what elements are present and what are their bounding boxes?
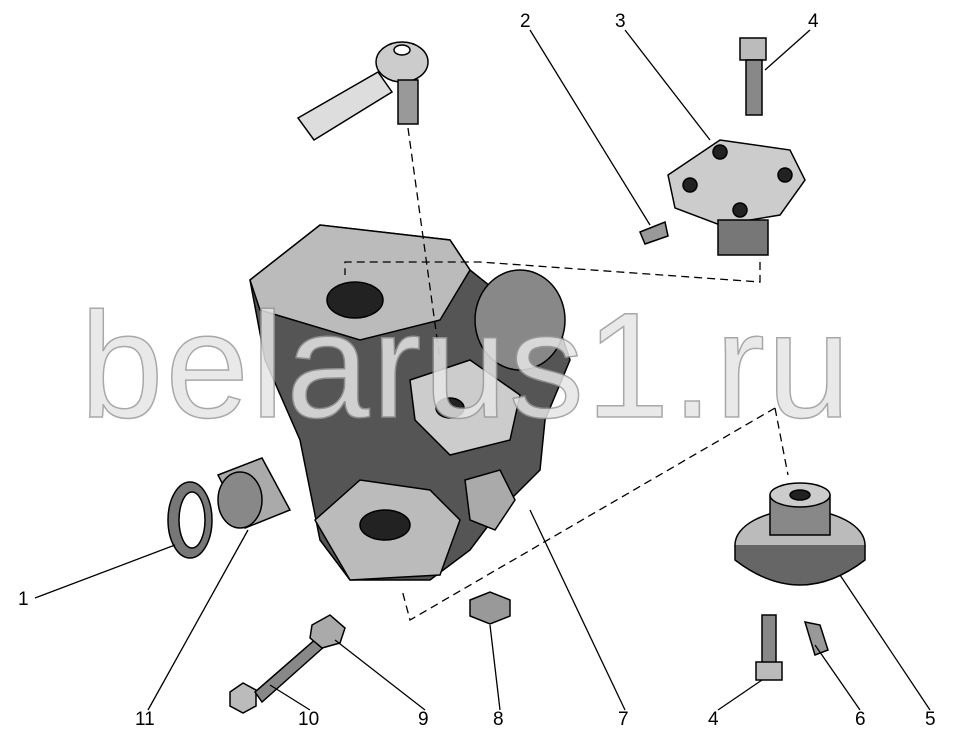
assembly-lines — [344, 127, 789, 621]
callout-5: 5 — [925, 709, 936, 730]
bottom-flange — [734, 482, 866, 586]
callout-4-top: 4 — [808, 11, 819, 32]
tie-rod-end — [296, 41, 429, 142]
callout-11: 11 — [135, 709, 155, 730]
bushing — [216, 457, 292, 529]
callout-7: 7 — [618, 709, 629, 730]
grease-fitting-bottom — [803, 621, 829, 656]
bolt-top — [739, 37, 767, 116]
long-bolt — [229, 614, 346, 714]
callout-8: 8 — [493, 709, 504, 730]
callout-2: 2 — [520, 11, 531, 32]
leader-lines — [34, 29, 931, 711]
callout-9: 9 — [418, 709, 429, 730]
cover-flange — [667, 139, 806, 256]
bolt-bottom — [755, 614, 783, 681]
callout-1: 1 — [18, 589, 29, 610]
callout-4-bottom: 4 — [708, 709, 719, 730]
watermark: belarus1.ru — [79, 281, 853, 449]
callout-3: 3 — [615, 11, 626, 32]
knuckle-housing — [249, 224, 571, 581]
grease-fitting — [639, 220, 669, 245]
nut — [469, 591, 511, 625]
callout-10: 10 — [298, 709, 320, 730]
callout-6: 6 — [855, 709, 866, 730]
